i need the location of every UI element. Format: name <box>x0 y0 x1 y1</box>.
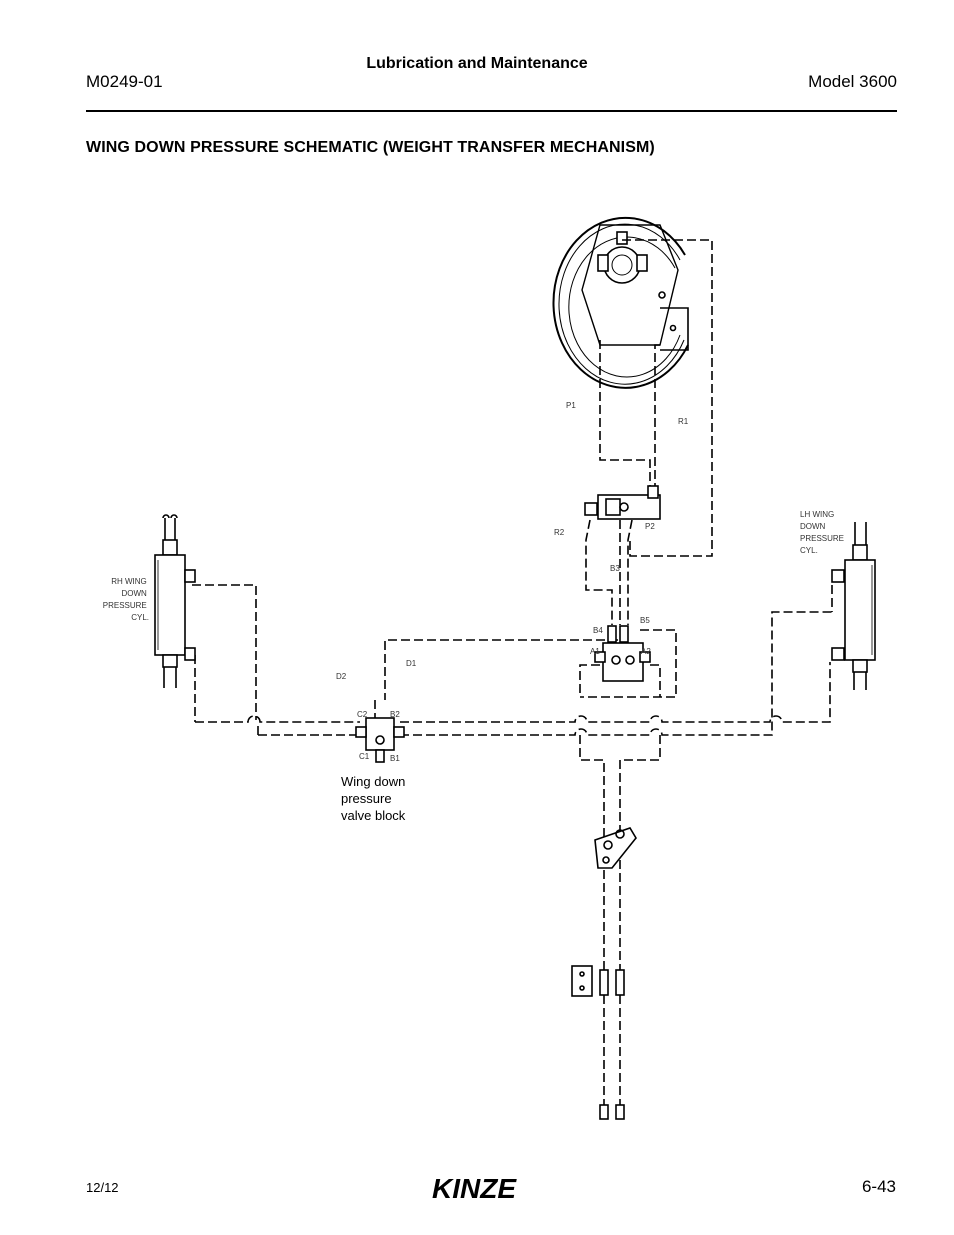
model-name: Model 3600 <box>808 72 897 91</box>
page-title: WING DOWN PRESSURE SCHEMATIC (WEIGHT TRA… <box>86 139 655 156</box>
label-b4: B4 <box>593 626 603 635</box>
label-d1: D1 <box>406 659 417 668</box>
label-r2: R2 <box>554 528 565 537</box>
rh-cylinder-label: RH WING DOWN PRESSURE CYL. <box>103 577 149 622</box>
hose-lines <box>192 239 833 1105</box>
label-a2: A2 <box>641 647 651 656</box>
section-title: Lubrication and Maintenance <box>366 55 588 72</box>
coupler-bracket <box>571 965 625 1120</box>
diagram-labels: P1 R1 R2 P2 B3 B4 B5 A1 A2 D1 D2 C2 B2 C… <box>103 401 846 823</box>
rh-wing-cylinder <box>154 514 196 688</box>
label-d2: D2 <box>336 672 347 681</box>
label-a1: A1 <box>590 647 600 656</box>
doc-number: M0249-01 <box>86 72 163 91</box>
valve-block-callout: Wing down pressure valve block <box>341 774 409 823</box>
label-b3: B3 <box>610 564 620 573</box>
label-p2: P2 <box>645 522 655 531</box>
bulkhead-bracket <box>594 827 637 869</box>
label-p1: P1 <box>566 401 576 410</box>
svg-text:KINZE: KINZE <box>432 1173 517 1204</box>
hydraulic-motor <box>552 216 689 389</box>
wing-down-valve-block <box>355 717 405 763</box>
lh-cylinder-label: LH WING DOWN PRESSURE CYL. <box>800 510 846 555</box>
kinze-logo: KINZE <box>432 1173 517 1204</box>
header-rule <box>86 110 897 112</box>
label-c1: C1 <box>359 752 370 761</box>
label-c2: C2 <box>357 710 368 719</box>
page-number: 6-43 <box>861 1177 896 1196</box>
label-r1: R1 <box>678 417 689 426</box>
label-b1: B1 <box>390 754 400 763</box>
lh-wing-cylinder <box>831 522 876 690</box>
main-valve-block <box>594 625 651 682</box>
label-b5: B5 <box>640 616 650 625</box>
upper-valve <box>584 485 661 520</box>
label-b2: B2 <box>390 710 400 719</box>
footer-date: 12/12 <box>86 1180 119 1195</box>
